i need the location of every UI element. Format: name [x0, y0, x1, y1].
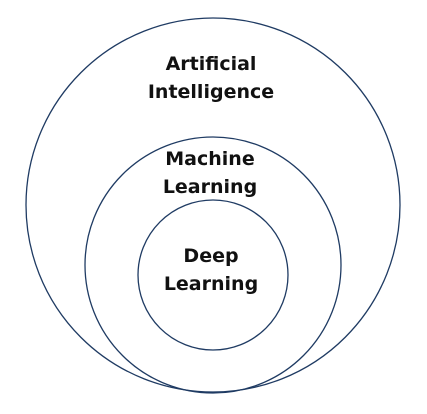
- outer-label-line2: Intelligence: [148, 81, 274, 103]
- middle-circle-machine-learning: [84, 136, 342, 394]
- middle-label-line2: Learning: [163, 176, 257, 198]
- outer-circle-artificial-intelligence: [25, 17, 401, 393]
- outer-label-line1: Artificial: [166, 53, 257, 75]
- middle-label-line1: Machine: [165, 148, 254, 170]
- inner-label-line1: Deep: [183, 245, 238, 267]
- inner-label-line2: Learning: [164, 273, 258, 295]
- inner-circle-deep-learning: [137, 199, 289, 351]
